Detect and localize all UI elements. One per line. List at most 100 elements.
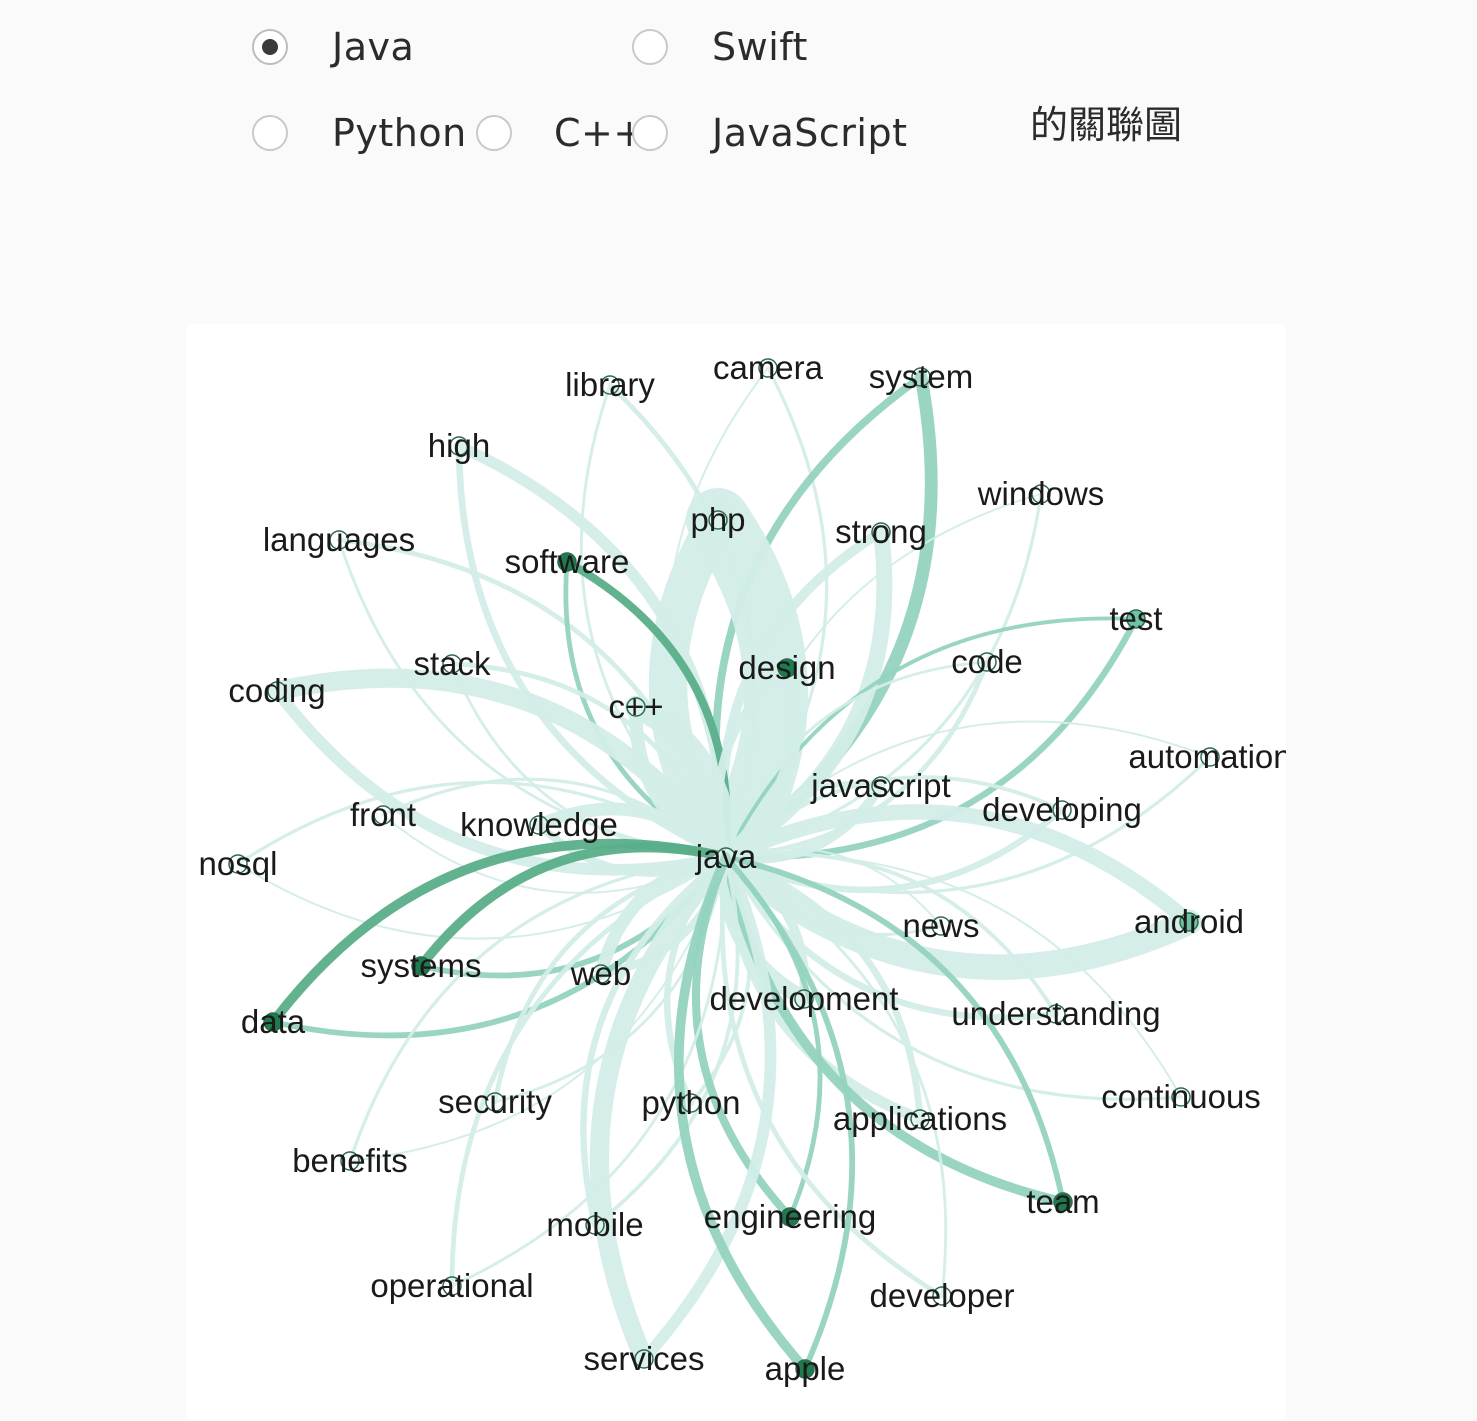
node-label-mobile: mobile [546,1206,643,1243]
edge-understanding-a [722,853,1060,1021]
edge-nosql-a [236,780,728,866]
node-applications[interactable] [910,1109,930,1129]
node-code[interactable] [977,652,997,672]
node-camera[interactable] [758,358,778,378]
node-nosql[interactable] [228,854,248,874]
radio-swift-circle[interactable] [632,29,668,65]
node-windows[interactable] [1031,484,1051,504]
node-operational[interactable] [442,1276,462,1296]
node-development[interactable] [794,989,814,1009]
node-python[interactable] [681,1093,701,1113]
node-label-automation: automation [1128,738,1286,775]
radio-python-label[interactable]: Python [332,111,467,155]
edge-android-a [713,844,1202,980]
node-continuous[interactable] [1171,1087,1191,1107]
node-design[interactable] [777,658,797,678]
node-label-android: android [1134,903,1244,940]
edge-apple-a [674,852,810,1374]
node-services[interactable] [634,1349,654,1369]
node-high[interactable] [449,436,469,456]
radio-cpp[interactable]: C++ [476,111,646,155]
node-security[interactable] [485,1092,505,1112]
node-coding[interactable] [267,681,287,701]
node-label-software: software [505,543,630,580]
node-engineering[interactable] [780,1207,800,1227]
edge-cpp-a [624,695,738,869]
node-label-engineering: engineering [704,1198,876,1235]
node-label-development: development [710,980,899,1017]
node-front[interactable] [373,805,393,825]
node-web[interactable] [591,964,611,984]
node-understanding[interactable] [1046,1004,1066,1024]
node-label-services: services [583,1340,704,1377]
node-strong[interactable] [871,522,891,542]
node-label-developing: developing [982,791,1142,828]
node-label-benefits: benefits [292,1142,408,1179]
radio-java[interactable]: Java [252,25,414,69]
radio-swift-label[interactable]: Swift [712,25,808,69]
node-library[interactable] [600,375,620,395]
node-label-windows: windows [977,475,1105,512]
radio-swift[interactable]: Swift [632,25,808,69]
edge-mobile-a [580,853,730,1229]
node-java[interactable] [716,847,736,867]
node-label-developer: developer [870,1277,1015,1314]
edge-security-b [493,855,728,1104]
node-team[interactable] [1053,1192,1073,1212]
node-languages[interactable] [329,530,349,550]
node-label-applications: applications [833,1100,1007,1137]
radio-java-circle[interactable] [252,29,288,65]
radio-python[interactable]: Python [252,111,467,155]
edge-benefits-a [348,855,728,1163]
node-label-nosql: nosql [199,845,278,882]
node-label-python: python [641,1084,740,1121]
edge-applications-b [722,853,924,1123]
node-system[interactable] [911,367,931,387]
node-label-strong: strong [835,513,927,550]
node-label-data: data [241,1003,306,1040]
edge-applications-a [720,851,926,1125]
node-mobile[interactable] [585,1215,605,1235]
node-data[interactable] [263,1012,283,1032]
node-android[interactable] [1179,912,1199,932]
node-developer[interactable] [932,1286,952,1306]
edge-android-b [718,804,1197,930]
node-apple[interactable] [795,1359,815,1379]
node-software[interactable] [557,552,577,572]
node-developing[interactable] [1052,800,1072,820]
edge-team-b [723,854,1066,1205]
node-news[interactable] [931,916,951,936]
edge-javascript-a [721,781,886,864]
radio-javascript-label[interactable]: JavaScript [712,111,908,155]
node-automation[interactable] [1200,747,1220,767]
edge-languages-a [336,537,729,860]
radio-cpp-circle[interactable] [476,115,512,151]
edge-test-b [724,616,1138,859]
node-knowledge[interactable] [529,815,549,835]
node-label-cpp: c++ [608,688,663,725]
radio-cpp-label[interactable]: C++ [554,111,646,155]
node-php[interactable] [708,510,728,530]
edge-developer-b [724,855,948,1298]
edge-mobile-b [593,855,740,1227]
node-javascript[interactable] [871,776,891,796]
language-radio-group: Java Swift Python C++ JavaScript [0,0,1000,180]
radio-javascript[interactable]: JavaScript [632,111,907,155]
radio-javascript-circle[interactable] [632,115,668,151]
edge-operational-a [449,854,729,1289]
node-systems[interactable] [411,956,431,976]
node-label-understanding: understanding [951,995,1160,1032]
node-cpp[interactable] [626,697,646,717]
edge-services-b [638,851,777,1365]
node-benefits[interactable] [340,1151,360,1171]
radio-java-label[interactable]: Java [332,25,415,69]
node-test[interactable] [1126,609,1146,629]
node-stack[interactable] [442,654,462,674]
radio-python-circle[interactable] [252,115,288,151]
edge-php-a [686,488,808,889]
node-label-security: security [438,1083,552,1120]
edge-coding-b [271,685,732,876]
